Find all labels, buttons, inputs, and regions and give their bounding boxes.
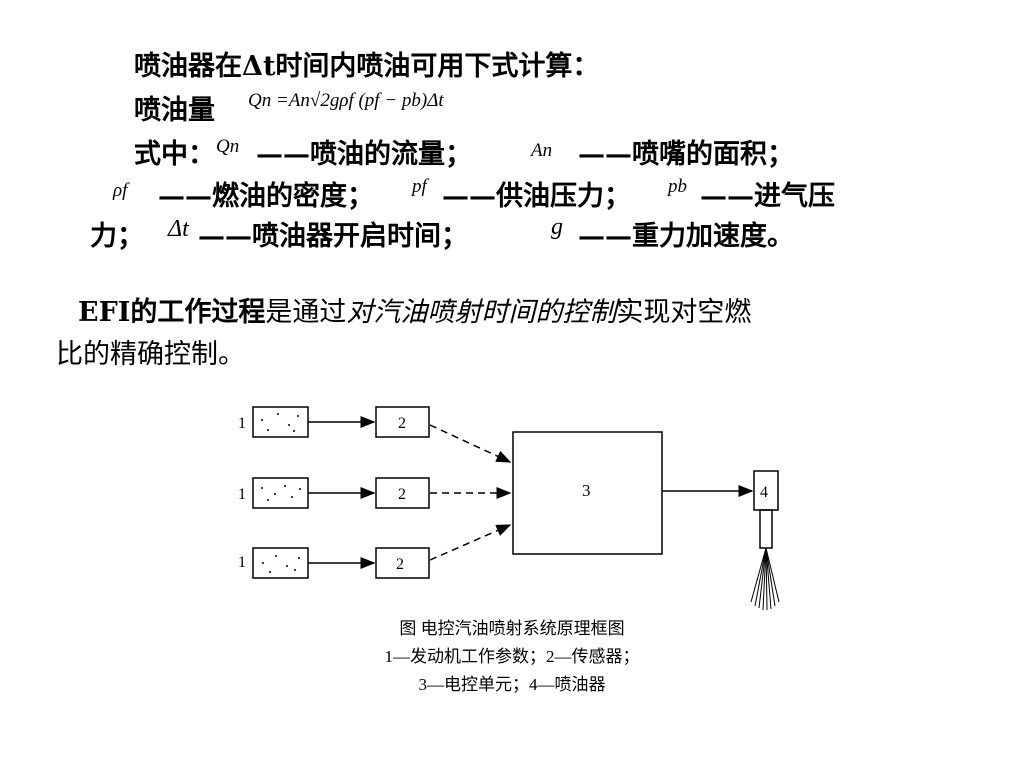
symbol-pb: pb [668, 176, 687, 197]
desc-pf: ——供油压力； [442, 181, 631, 212]
efi-bold-term: EFI的工作过程 [78, 297, 266, 328]
ecu-box [512, 431, 663, 555]
dashed-arrow-sensor-1-to-ecu [429, 424, 512, 463]
figure-caption-legend-1: 1—发动机工作参数；2—传感器； [384, 647, 640, 666]
sensor-box-2 [375, 477, 430, 509]
label-injector: 4 [760, 484, 768, 501]
symbol-an: An [531, 140, 553, 161]
label-engine-param-1: 1 [238, 415, 246, 432]
label-sensor-2: 2 [398, 486, 406, 503]
engine-param-dots-3 [262, 555, 300, 573]
fuel-spray [750, 547, 780, 611]
sensor-box-1 [375, 406, 430, 438]
desc-rho: ——燃油的密度； [158, 181, 374, 212]
dashed-arrow-sensor-3-to-ecu [429, 524, 512, 561]
desc-g: ——重力加速度。 [578, 221, 794, 252]
efi-text: 是通过 [265, 297, 347, 328]
engine-param-box-2 [252, 477, 309, 509]
desc-pb: ——进气压 [700, 181, 835, 212]
desc-an: ——喷嘴的面积； [578, 139, 794, 170]
engine-param-dots-2 [261, 485, 301, 501]
label-sensor-1: 2 [398, 415, 406, 432]
sensor-box-3 [375, 547, 430, 579]
figure-caption-title: 图 电控汽油喷射系统原理框图 [399, 619, 625, 638]
symbol-qn: Qn [216, 136, 240, 157]
injection-formula: Qn =An√2gρf (pf − pb)Δt [248, 90, 444, 111]
symbol-g: g [551, 214, 563, 240]
pressure-continuation: 力； [90, 221, 144, 252]
injection-amount-label: 喷油量 [134, 95, 215, 126]
label-engine-param-3: 1 [238, 554, 246, 571]
engine-param-box-3 [252, 547, 309, 579]
label-engine-param-2: 1 [238, 486, 246, 503]
efi-paragraph-line2: 比的精确控制。 [56, 339, 245, 370]
efi-tail: 实现对空燃 [616, 297, 752, 328]
desc-delta-t: ——喷油器开启时间； [198, 221, 468, 252]
engine-param-box-1 [252, 406, 309, 438]
where-label: 式中： [134, 139, 215, 170]
symbol-pf: pf [412, 176, 427, 197]
figure-caption-legend-2: 3—电控单元；4—喷油器 [418, 675, 606, 694]
label-ecu: 3 [582, 481, 591, 500]
symbol-rho: ρf [113, 180, 128, 201]
symbol-delta-t: Δt [168, 216, 189, 242]
label-sensor-3: 2 [396, 556, 404, 573]
engine-param-dots-1 [261, 413, 299, 432]
efi-italic-term: 对汽油喷射时间的控制 [346, 297, 617, 328]
formula-intro: 喷油器在Δt时间内喷油可用下式计算： [134, 51, 600, 82]
desc-qn: ——喷油的流量； [256, 139, 472, 170]
injector-nozzle [759, 509, 773, 549]
efi-paragraph-line1: EFI的工作过程是通过对汽油喷射时间的控制实现对空燃 [78, 290, 751, 329]
